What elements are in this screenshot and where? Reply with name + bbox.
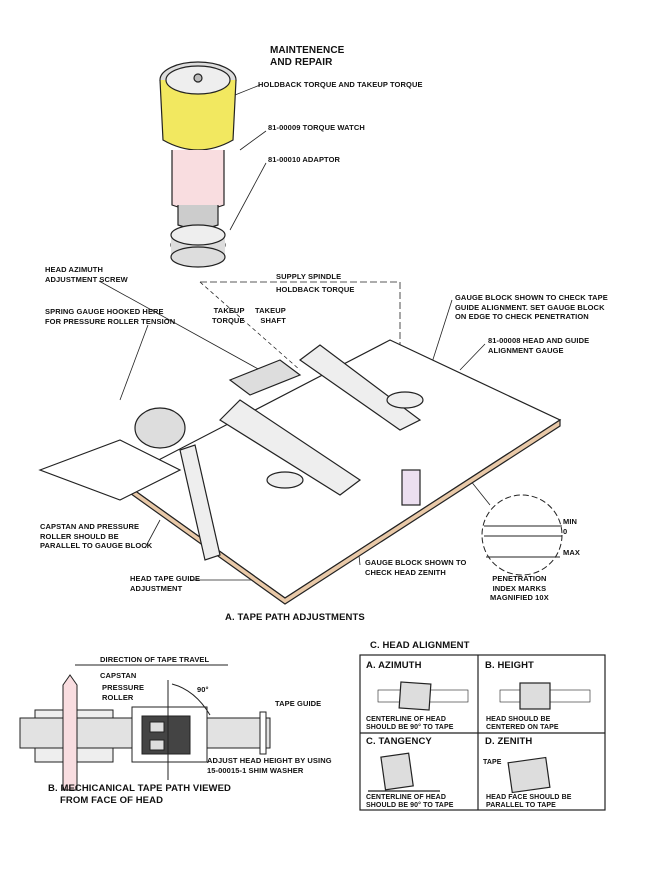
label-line: CENTERLINE OF HEAD — [366, 794, 446, 801]
label-line: TAKEUP — [255, 306, 286, 315]
title-line: MAINTENENCE — [270, 45, 345, 56]
label-line: HEAD AZIMUTH — [45, 265, 103, 274]
direction-label: DIRECTION OF TAPE TRAVEL — [100, 655, 210, 664]
torque-watch — [159, 61, 237, 268]
section-a-heading: A. TAPE PATH ADJUSTMENTS — [225, 612, 365, 623]
label-line: PRESSURE — [102, 683, 145, 692]
label-line: TORQUE — [212, 315, 245, 325]
label-line: CENTERLINE OF HEAD — [366, 716, 446, 723]
holdback-torque-label: HOLDBACK TORQUE — [276, 285, 355, 294]
label-line: ADJUST HEAD HEIGHT BY USING — [207, 756, 332, 765]
penetration-magnifier — [481, 494, 563, 576]
label-line: SHAFT — [260, 315, 286, 325]
label-line: SHOULD BE 90° TO TAPE — [366, 724, 454, 731]
label-line: CENTERED ON TAPE — [486, 724, 559, 731]
label-line: ADJUSTMENT — [130, 583, 183, 593]
tangency-title: C. TANGENCY — [366, 736, 432, 747]
label-line: PARALLEL TO TAPE — [486, 802, 556, 809]
label-line: CHECK HEAD ZENITH — [365, 567, 446, 577]
torque-label: HOLDBACK TORQUE AND TAKEUP TORQUE — [258, 80, 423, 89]
label-line: GUIDE ALIGNMENT. SET GAUGE BLOCK — [455, 302, 605, 312]
zero-mark: 0 — [563, 527, 568, 536]
label-line: ON EDGE TO CHECK PENETRATION — [455, 312, 589, 321]
label-line: TAKEUP — [213, 306, 245, 315]
azimuth-title: A. AZIMUTH — [366, 660, 422, 671]
head-alignment-grid — [359, 654, 606, 811]
label-line: ROLLER — [102, 692, 134, 702]
zenith-tape-label: TAPE — [483, 759, 502, 766]
label-line: ROLLER SHOULD BE — [40, 531, 119, 541]
max-mark: MAX — [563, 548, 580, 557]
label-line: 15-00015-1 SHIM WASHER — [207, 765, 304, 775]
min-mark: MIN — [563, 517, 578, 526]
zenith-title: D. ZENITH — [485, 736, 533, 747]
label-line: INDEX MARKS — [492, 583, 547, 593]
label-line: HEAD SHOULD BE — [486, 716, 551, 723]
label-line: B. MECHICANICAL TAPE PATH VIEWED — [48, 783, 231, 794]
label-line: FOR PRESSURE ROLLER TENSION — [45, 316, 176, 326]
label-line: SHOULD BE 90° TO TAPE — [366, 802, 454, 809]
tape-path-side-view — [19, 664, 271, 791]
label-line: HEAD TAPE GUIDE — [130, 574, 201, 583]
label-line: 81-00008 HEAD AND GUIDE — [488, 336, 590, 345]
height-title: B. HEIGHT — [485, 660, 534, 671]
label-line: PENETRATION — [492, 574, 547, 583]
section-c-heading: C. HEAD ALIGNMENT — [370, 640, 470, 651]
label-line: PARALLEL TO GAUGE BLOCK — [40, 541, 153, 550]
label-line: ALIGNMENT GAUGE — [488, 345, 564, 355]
label-line: MAGNIFIED 10X — [490, 593, 549, 602]
label-line: HEAD FACE SHOULD BE — [486, 794, 572, 801]
angle-label: 90° — [197, 685, 209, 694]
tape-guide-label: TAPE GUIDE — [275, 699, 322, 708]
capstan-label: CAPSTAN — [100, 671, 137, 680]
title-line: AND REPAIR — [270, 57, 333, 68]
label-line: GAUGE BLOCK SHOWN TO — [365, 558, 467, 567]
supply-spindle-label: SUPPLY SPINDLE — [276, 272, 342, 281]
adaptor-label: 81-00010 ADAPTOR — [268, 155, 341, 164]
label-line: CAPSTAN AND PRESSURE — [40, 522, 140, 531]
alignment-gauge-plate — [38, 339, 562, 605]
torque-watch-label: 81-00009 TORQUE WATCH — [268, 123, 365, 132]
label-line: ADJUSTMENT SCREW — [45, 274, 128, 284]
label-line: FROM FACE OF HEAD — [60, 795, 164, 806]
label-line: GAUGE BLOCK SHOWN TO CHECK TAPE — [455, 293, 608, 302]
label-line: SPRING GAUGE HOOKED HERE — [45, 307, 164, 316]
